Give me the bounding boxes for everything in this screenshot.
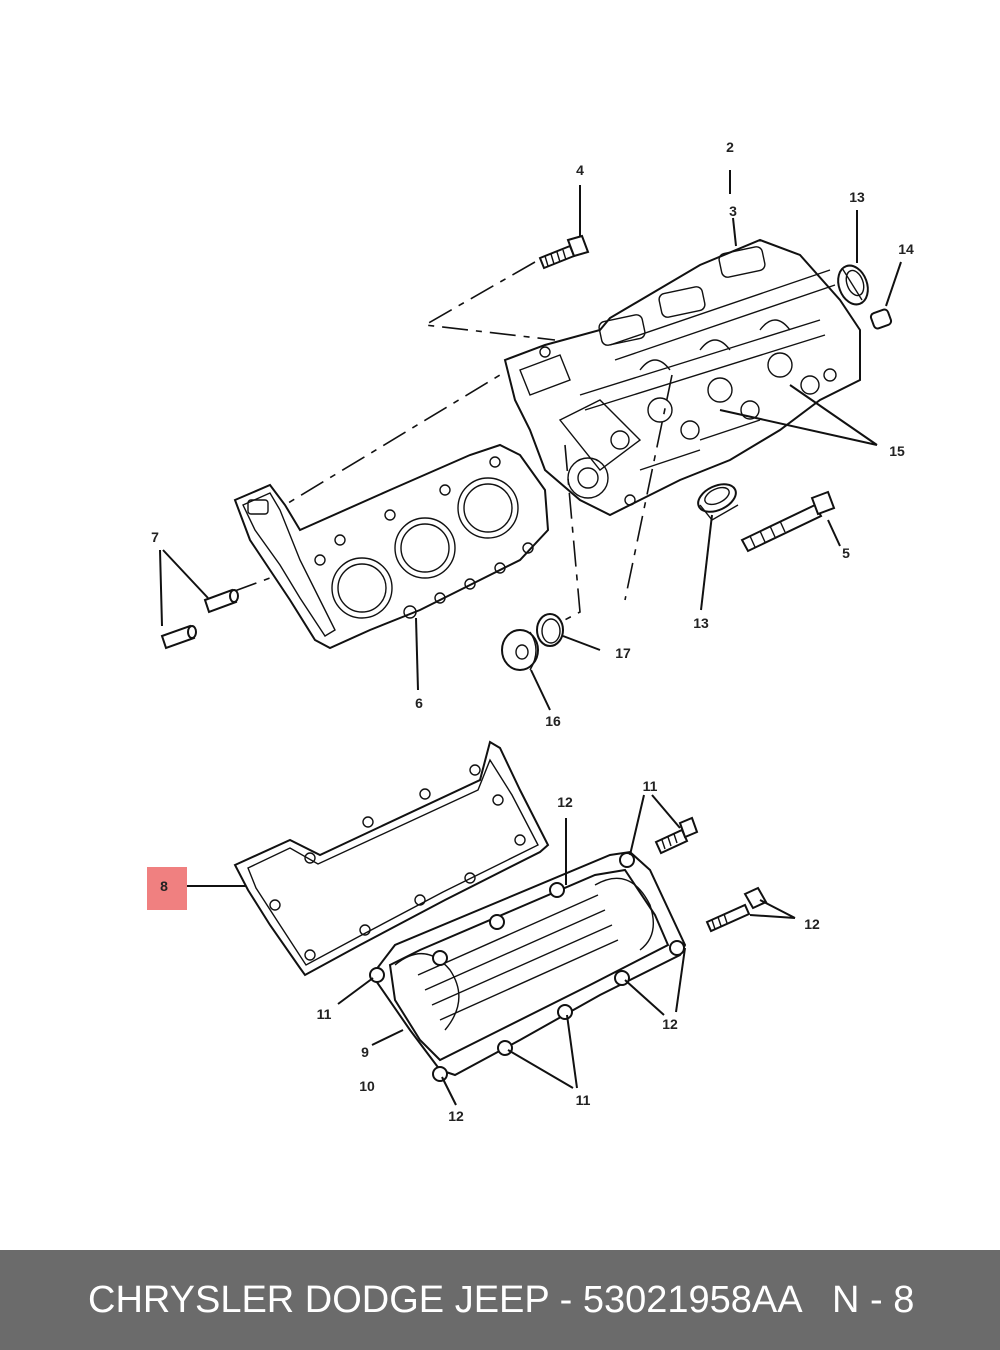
callout-11-top: 11: [643, 778, 658, 794]
parts-diagram: 2 3 4 13 14 15 5 13 7 6 17 16 8 12 11 12…: [147, 139, 914, 1124]
callout-labels: 2 3 4 13 14 15 5 13 7 6 17 16 8 12 11 12…: [151, 139, 914, 1124]
callout-13-lower: 13: [693, 615, 709, 631]
valve-cover: [369, 850, 687, 1082]
callout-12-bottom: 12: [448, 1108, 464, 1124]
callout-8-highlight: [147, 867, 187, 910]
callout-11-bottom: 11: [576, 1092, 591, 1108]
cylinder-head: [503, 238, 861, 517]
callout-9: 9: [361, 1044, 369, 1060]
head-gasket: [233, 443, 550, 650]
callout-10: 10: [359, 1078, 375, 1094]
leader-lines: [159, 170, 902, 1106]
callout-16: 16: [545, 713, 561, 729]
head-bolt-long: [740, 490, 836, 553]
callout-5: 5: [842, 545, 850, 561]
callout-11-left: 11: [317, 1006, 332, 1022]
o-ring-17: [536, 613, 564, 647]
valve-cover-gasket: [233, 740, 550, 977]
callout-15: 15: [889, 443, 905, 459]
callout-4: 4: [576, 162, 584, 178]
cam-seal-lower: [697, 483, 739, 521]
callout-17: 17: [615, 645, 631, 661]
cover-grommets: [369, 852, 685, 1082]
cover-bolt: [654, 816, 699, 855]
callout-12-mid: 12: [662, 1016, 678, 1032]
callout-6: 6: [415, 695, 423, 711]
page-reference: N - 8: [832, 1279, 915, 1321]
callout-2: 2: [726, 139, 734, 155]
dowel-lower: [160, 624, 197, 650]
part-title: CHRYSLER DODGE JEEP - 53021958AA: [88, 1279, 803, 1321]
callout-8: 8: [160, 878, 168, 894]
dowel-upper: [203, 588, 239, 614]
cam-seal-upper: [837, 264, 869, 306]
callout-7: 7: [151, 529, 159, 545]
callout-12-top: 12: [557, 794, 573, 810]
footer-bar: CHRYSLER DODGE JEEP - 53021958AA N - 8: [0, 1250, 1000, 1350]
cover-stud: [705, 886, 768, 933]
callout-14: 14: [898, 241, 914, 257]
callout-12-right: 12: [804, 916, 820, 932]
plug-16: [501, 629, 539, 671]
callout-13-upper: 13: [849, 189, 865, 205]
callout-3: 3: [729, 203, 737, 219]
plug-14: [869, 308, 893, 330]
head-bolt-short: [538, 234, 590, 270]
